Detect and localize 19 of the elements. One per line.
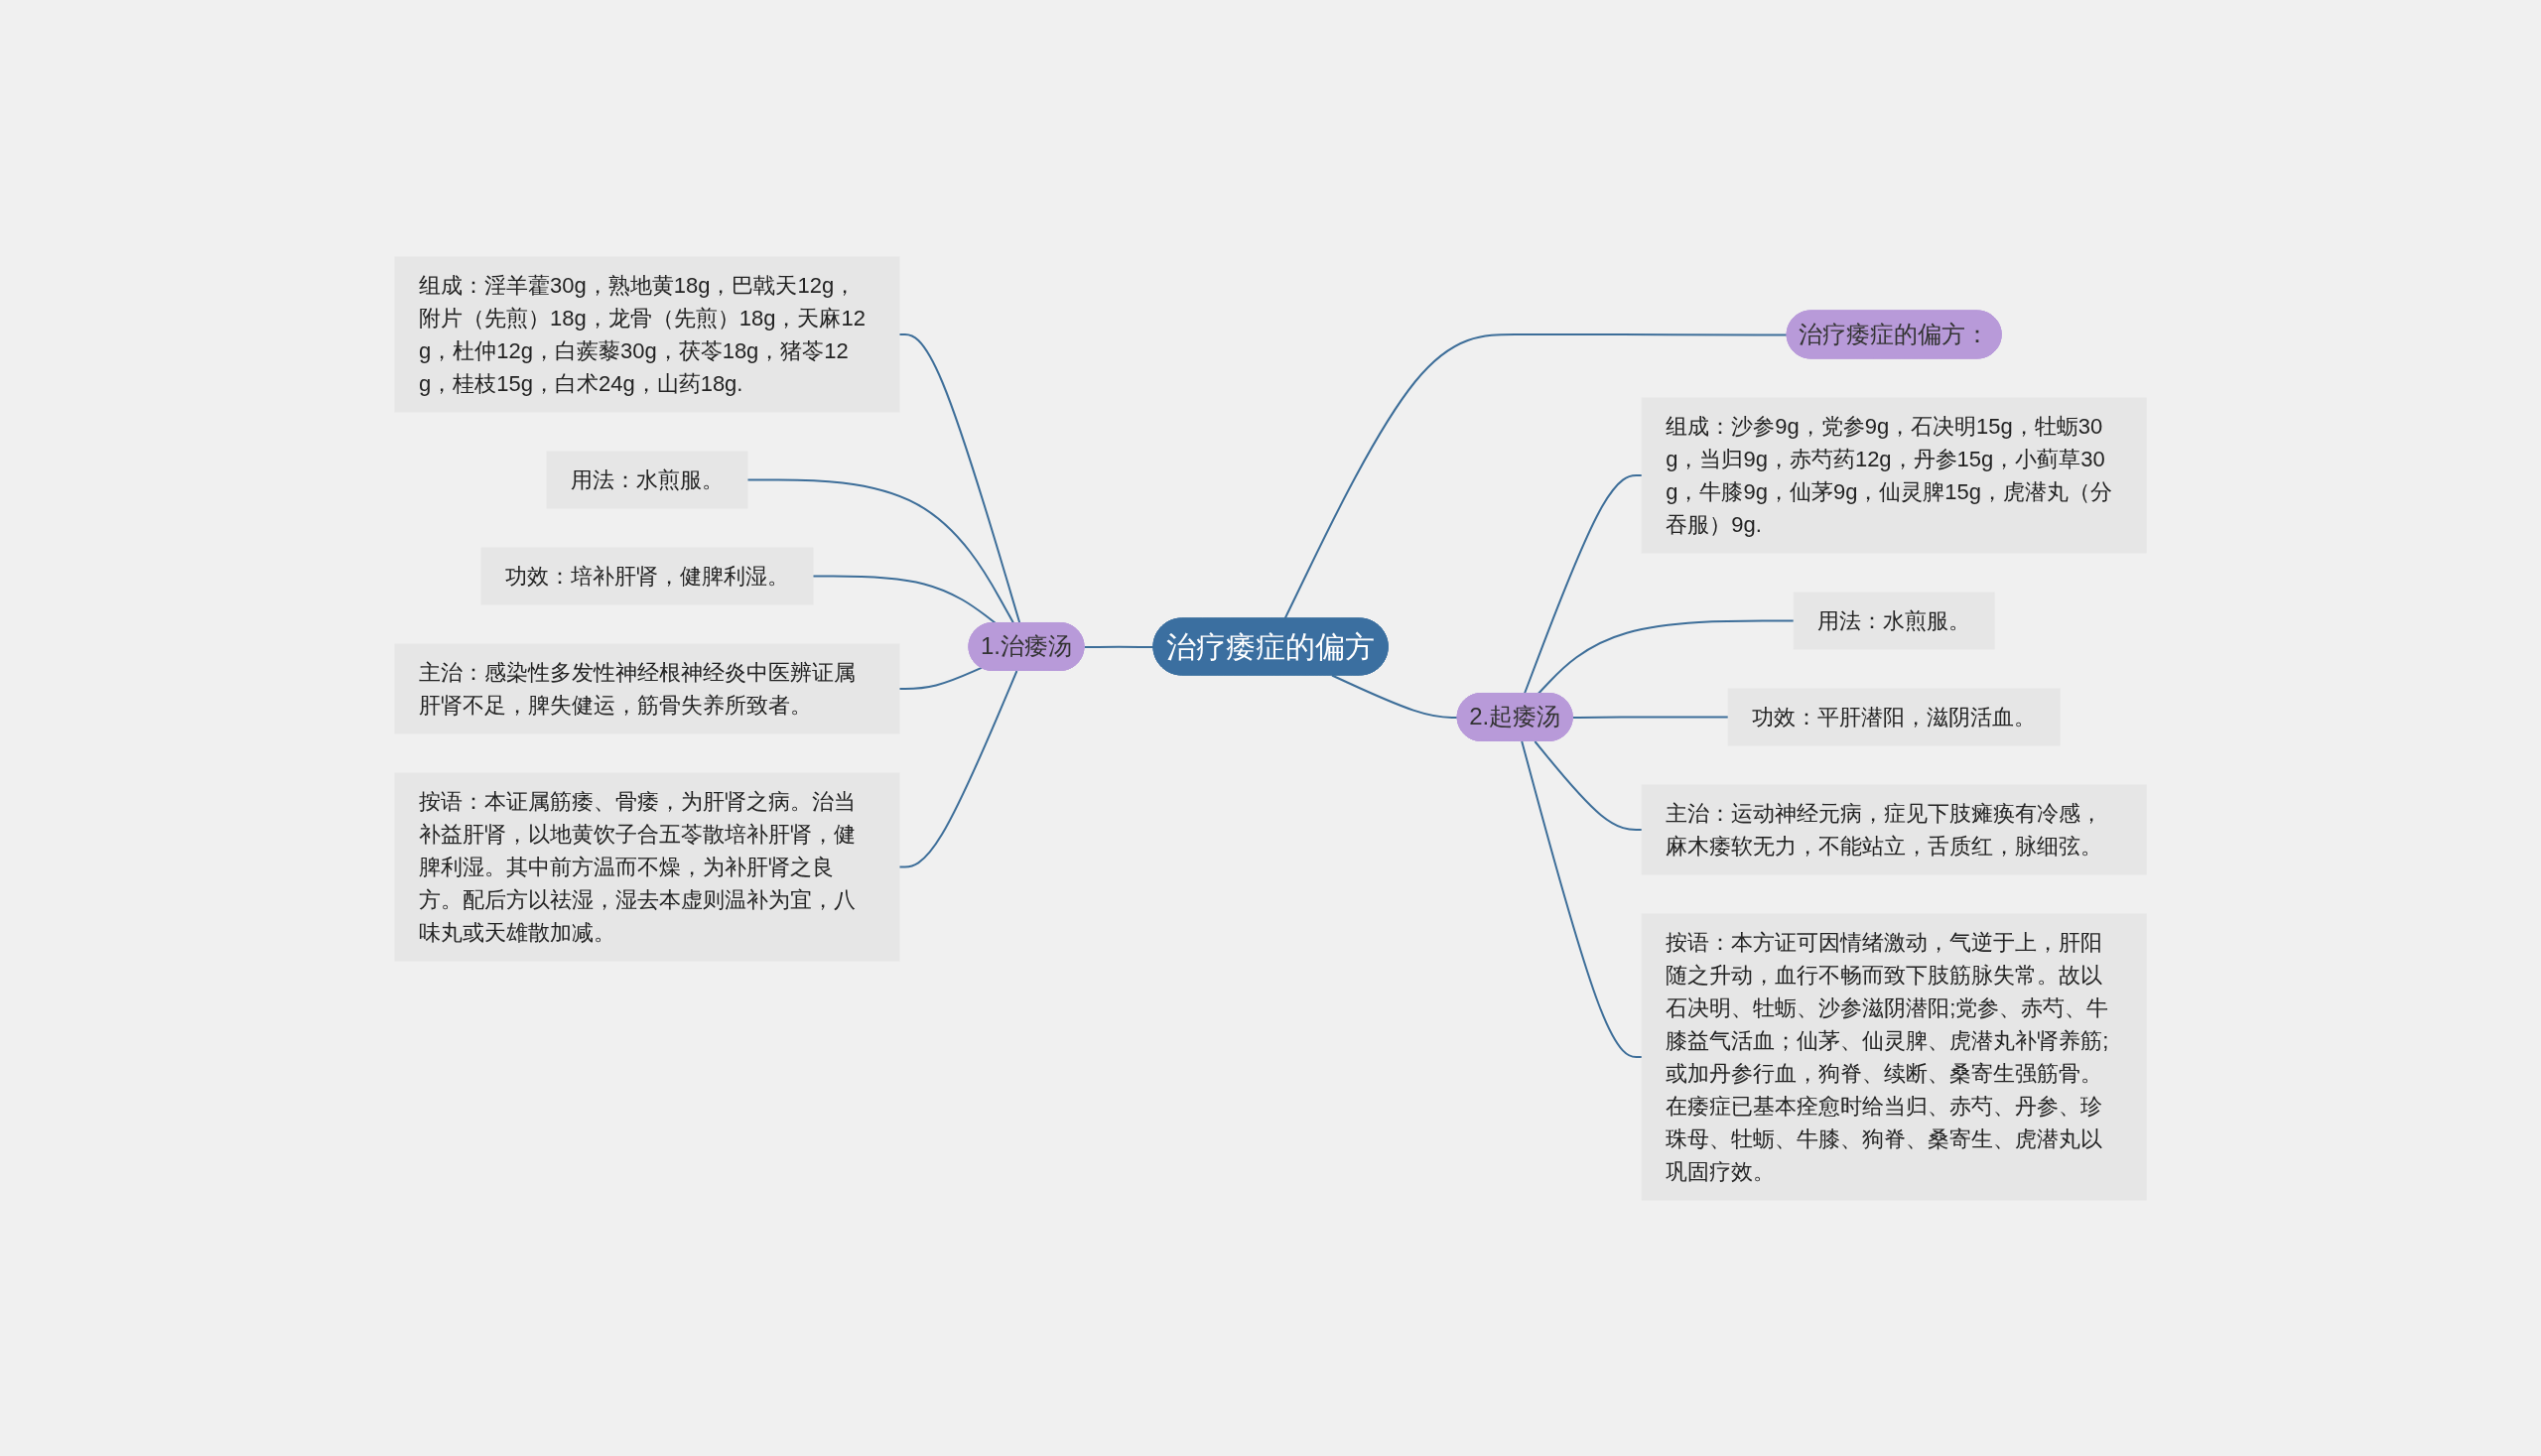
connector xyxy=(1534,739,1644,831)
connector xyxy=(897,669,1018,867)
node-box: 组成：沙参9g，党参9g，石决明15g，牡蛎30g，当归9g，赤芍药12g，丹参15g，小蓟草30g，牛膝9g，仙茅9g，仙灵脾15g，虎潜丸（分吞服）9g. xyxy=(1641,397,2147,553)
connector xyxy=(1330,674,1459,719)
connector xyxy=(811,575,997,624)
connector xyxy=(745,478,1015,624)
node-box: 按语：本证属筋痿、骨痿，为肝肾之病。治当补益肝肾，以地黄饮子合五苓散培补肝肾，健脾利湿。其中前方温而不燥，为补肝肾之良方。配后方以祛湿，湿去本虚则温补为宜，八味丸或天雄散加减。 xyxy=(394,772,900,961)
node-box: 主治：感染性多发性神经根神经炎中医辨证属肝肾不足，脾失健运，筋骨失养所致者。 xyxy=(394,643,900,733)
node-box: 组成：淫羊藿30g，熟地黄18g，巴戟天12g，附片（先煎）18g，龙骨（先煎）18g，天麻12g，杜仲12g，白蒺藜30g，茯苓18g，猪苓12g，桂枝15g，白术24g，山药18g. xyxy=(394,256,900,412)
connector xyxy=(1521,739,1644,1058)
node-box: 用法：水煎服。 xyxy=(546,451,748,508)
node-box: 用法：水煎服。 xyxy=(1793,592,1995,649)
node-box: 功效：培补肝肾，健脾利湿。 xyxy=(480,547,814,604)
connector xyxy=(1571,716,1730,719)
node-box: 功效：平肝潜阳，滋阴活血。 xyxy=(1727,688,2061,745)
connector xyxy=(1283,332,1789,619)
node-box: 按语：本方证可因情绪激动，气逆于上，肝阳随之升动，血行不畅而致下肢筋脉失常。故以石决明、牡蛎、沙参滋阴潜阳;党参、赤芍、牛膝益气活血；仙茅、仙灵脾、虎潜丸补肾养筋;或加丹参行血，狗脊、续断、桑寄生强筋骨。在痿症已基本痊愈时给当归、赤芍、丹参、珍珠母、牡蛎、牛膝、狗脊、桑寄生、虎潜丸以巩固疗效。 xyxy=(1641,913,2147,1200)
connector xyxy=(897,666,983,690)
node-box: 主治：运动神经元病，症见下肢瘫痪有冷感，麻木痿软无力，不能站立，舌质红，脉细弦。 xyxy=(1641,784,2147,874)
